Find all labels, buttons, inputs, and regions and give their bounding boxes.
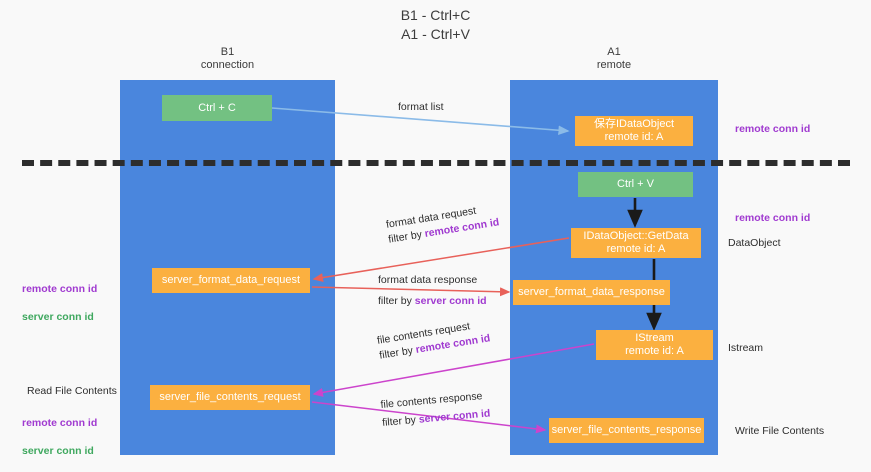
edge-label-file-contents-response-filter-prefix: filter by [381,413,420,429]
node-save-idataobject-remote-id: remote id: A [604,131,664,143]
swimlane-header-a1-line1: A1 [607,46,621,58]
diagram-title-line2: A1 - Ctrl+V [401,26,470,42]
edge-label-format-list: format list [398,101,444,113]
swimlane-header-a1: A1 remote [510,46,718,72]
phase-divider-dashed-line [22,160,850,166]
node-ctrl-c[interactable]: Ctrl + C [162,95,272,121]
swimlane-header-b1: B1 connection [120,46,335,72]
annotation-left-remote-conn-id-2: remote conn id [22,417,98,429]
node-istream-remote-id: remote id: A [625,345,684,357]
annotation-left-remote-conn-id-1: remote conn id [22,283,98,295]
annotation-left-conn-ids-file: remote conn id server conn id [22,402,97,472]
node-ctrl-v-label: Ctrl + V [617,178,654,190]
swimlane-header-b1-line2: connection [200,59,255,71]
edge-label-format-data-response-filter: filter by server conn id [378,294,487,309]
edge-label-format-data-response: format data response filter by server co… [378,273,487,309]
node-save-idataobject-label: 保存IDataObject [593,118,675,130]
node-server-file-contents-response[interactable]: server_file_contents_response [549,418,704,443]
swimlane-header-b1-line1: B1 [220,46,235,58]
node-ctrl-c-label: Ctrl + C [198,101,236,114]
node-idataobject-getdata[interactable]: IDataObject::GetData remote id: A [571,228,701,258]
annotation-write-file-contents: Write File Contents [735,425,825,437]
swimlane-header-a1-line2: remote [596,59,632,71]
node-istream[interactable]: IStream remote id: A [596,330,713,360]
node-server-file-contents-request[interactable]: server_file_contents_request [150,385,310,410]
node-server-format-data-request[interactable]: server_format_data_request [152,268,310,293]
annotation-left-server-conn-id-1: server conn id [22,311,94,323]
node-server-file-contents-request-label: server_file_contents_request [159,391,301,403]
annotation-remote-conn-id-top: remote conn id [735,123,811,135]
annotation-left-conn-ids-format: remote conn id server conn id [22,268,97,338]
edge-label-file-contents-response: file contents response filter by server … [380,389,491,431]
node-server-file-contents-response-label: server_file_contents_response [551,424,702,436]
annotation-istream: Istream [728,342,764,354]
annotation-remote-conn-id-mid: remote conn id [735,212,811,224]
annotation-dataobject: DataObject [728,237,781,249]
annotation-read-file-contents: Read File Contents [27,385,117,397]
node-istream-label: IStream [635,332,674,344]
edge-label-format-data-response-filter-prefix: filter by [378,295,415,307]
diagram-title-line1: B1 - Ctrl+C [400,7,471,23]
node-ctrl-v[interactable]: Ctrl + V [578,172,693,197]
edge-label-format-data-request: format data request filter by remote con… [385,200,500,247]
edge-label-format-data-response-filter-key: server conn id [414,295,487,307]
node-save-idataobject[interactable]: 保存IDataObject remote id: A [575,116,693,146]
node-idataobject-getdata-remote-id: remote id: A [606,243,666,255]
diagram-title: B1 - Ctrl+C A1 - Ctrl+V [0,6,871,44]
node-server-format-data-request-label: server_format_data_request [161,274,301,286]
annotation-left-server-conn-id-2: server conn id [22,445,94,457]
edge-label-file-contents-request: file contents request filter by remote c… [376,316,491,363]
edge-label-file-contents-response-filter-key: server conn id [418,407,491,426]
edge-label-format-data-response-title: format data response [378,274,478,286]
node-server-format-data-response-label: server_format_data_response [518,286,665,298]
node-idataobject-getdata-label: IDataObject::GetData [583,230,689,242]
node-server-format-data-response[interactable]: server_format_data_response [513,280,670,305]
